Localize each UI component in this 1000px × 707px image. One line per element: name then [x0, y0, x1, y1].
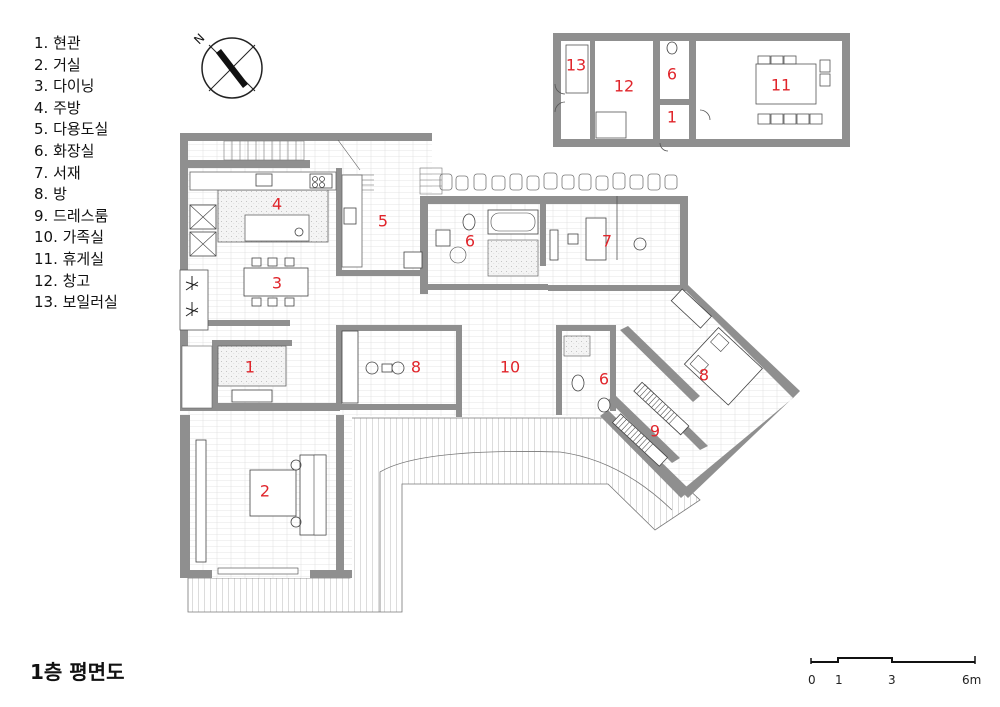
- utility-room: [341, 174, 423, 269]
- study: [549, 196, 647, 261]
- room-label: 4: [272, 195, 282, 214]
- legend-item: 7. 서재: [34, 163, 81, 182]
- room-label: 1: [667, 108, 677, 127]
- room-label: 13: [566, 56, 586, 75]
- room-label: 8: [699, 366, 709, 385]
- legend-item: 12. 창고: [34, 271, 91, 290]
- entrance: [181, 345, 287, 409]
- room-label: 8: [411, 358, 421, 377]
- bathroom: [563, 335, 611, 413]
- entry-steps: [223, 139, 443, 195]
- legend-item: 1. 현관: [34, 34, 81, 52]
- bathroom: [435, 209, 539, 277]
- annex-building: 13 12 6 11 1: [553, 33, 850, 152]
- legend-item: 5. 다용도실: [34, 120, 109, 139]
- north-compass-icon: N: [191, 31, 263, 99]
- room-label: 12: [614, 77, 634, 96]
- legend-item: 2. 거실: [34, 55, 81, 74]
- master-bedroom: [683, 327, 763, 406]
- room-label: 2: [260, 482, 270, 501]
- stepping-stones: [439, 172, 678, 191]
- dining-area: [243, 257, 309, 307]
- legend-item: 13. 보일러실: [34, 293, 118, 312]
- living-room: [195, 439, 327, 575]
- scale-label: 1: [835, 673, 843, 687]
- scale-bar: 0 1 3 6m: [808, 656, 981, 687]
- planter: [179, 269, 209, 331]
- kitchen: [189, 171, 337, 257]
- legend-item: 4. 주방: [34, 98, 81, 117]
- room-label: 6: [667, 65, 677, 84]
- toilet-icon: [571, 374, 585, 392]
- cooktop-icon: [309, 173, 333, 189]
- legend-item: 9. 드레스룸: [34, 206, 109, 225]
- room-legend: 1. 현관 2. 거실 3. 다이닝 4. 주방 5. 다용도실 6. 화장실 …: [34, 33, 118, 314]
- scale-label: 6m: [962, 673, 981, 687]
- room-label: 11: [771, 76, 791, 95]
- dresser: [670, 288, 713, 329]
- room-label: 3: [272, 274, 282, 293]
- room-label: 6: [465, 232, 475, 251]
- scale-label: 3: [888, 673, 896, 687]
- plan-title: 1층 평면도: [30, 660, 125, 684]
- room-label: 6: [599, 370, 609, 389]
- room-label: 9: [650, 422, 660, 441]
- bathtub-icon: [487, 209, 539, 235]
- scale-label: 0: [808, 673, 816, 687]
- room-label: 5: [378, 212, 388, 231]
- dressing-room: [611, 381, 690, 467]
- legend-item: 11. 휴게실: [34, 249, 105, 268]
- legend-item: 8. 방: [34, 185, 67, 204]
- room-label: 10: [500, 358, 520, 377]
- toilet-icon: [462, 213, 476, 231]
- room-label: 7: [602, 232, 612, 251]
- legend-item: 3. 다이닝: [34, 77, 95, 96]
- toilet-icon: [666, 41, 678, 55]
- room-label: 1: [245, 358, 255, 377]
- legend-item: 10. 가족실: [34, 228, 105, 247]
- bedroom: [341, 330, 405, 404]
- legend-item: 6. 화장실: [34, 141, 95, 160]
- compass-north-label: N: [191, 31, 207, 47]
- main-house: 4 5 6 7 3 1 8 10 6 8 9 2: [179, 133, 800, 613]
